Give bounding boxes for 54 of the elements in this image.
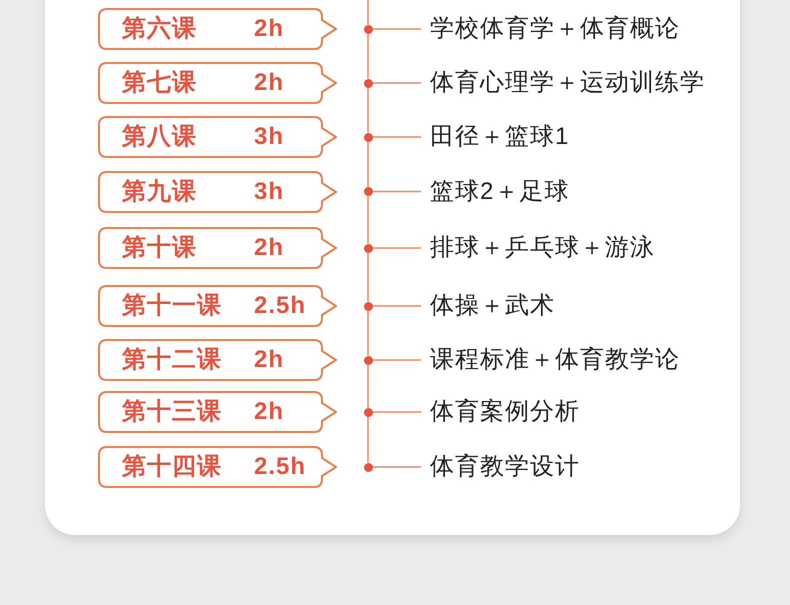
connector-line	[372, 82, 421, 84]
lesson-title: 第六课	[122, 15, 197, 43]
topic-text: 田径＋篮球1	[430, 122, 570, 152]
lesson-title: 第十三课	[122, 398, 222, 426]
lesson-title: 第十一课	[122, 292, 222, 320]
timeline-line	[367, 364, 369, 408]
connector-line	[372, 136, 421, 138]
connector-line	[372, 411, 421, 413]
lesson-duration: 2.5h	[254, 292, 306, 320]
lesson-tag	[98, 116, 338, 158]
topic-text: 体育心理学＋运动训练学	[430, 68, 705, 98]
connector-line	[372, 247, 421, 249]
lesson-tag	[98, 446, 338, 488]
lesson-tag	[98, 8, 338, 50]
lesson-tag	[98, 227, 338, 269]
lesson-tag	[98, 285, 338, 327]
topic-text: 体操＋武术	[430, 291, 555, 321]
lesson-tag	[98, 391, 338, 433]
connector-line	[372, 190, 421, 192]
timeline-line	[367, 252, 369, 302]
topic-text: 学校体育学＋体育概论	[430, 14, 680, 44]
lesson-duration: 2.5h	[254, 453, 306, 481]
timeline-line	[367, 310, 369, 356]
lesson-tag	[98, 170, 338, 212]
lesson-duration: 2h	[254, 398, 284, 426]
lesson-duration: 2h	[254, 15, 284, 43]
timeline-line	[367, 0, 369, 24]
connector-line	[372, 359, 421, 361]
timeline-line	[367, 34, 369, 78]
lesson-title: 第七课	[122, 69, 197, 97]
connector-line	[372, 28, 421, 30]
lesson-tag	[98, 339, 338, 381]
topic-text: 排球＋乒乓球＋游泳	[430, 233, 655, 263]
lesson-title: 第八课	[122, 123, 197, 151]
timeline-line	[367, 142, 369, 187]
connector-line	[372, 305, 421, 307]
lesson-duration: 3h	[254, 178, 284, 206]
lesson-duration: 3h	[254, 123, 284, 151]
topic-text: 体育教学设计	[430, 452, 580, 482]
lesson-title: 第九课	[122, 178, 197, 206]
lesson-title: 第十二课	[122, 346, 222, 374]
lesson-title: 第十四课	[122, 453, 222, 481]
lesson-duration: 2h	[254, 346, 284, 374]
topic-text: 课程标准＋体育教学论	[430, 345, 680, 375]
topic-text: 篮球2＋足球	[430, 176, 570, 206]
topic-text: 体育案例分析	[430, 397, 580, 427]
timeline-line	[367, 88, 369, 132]
timeline-line	[367, 416, 369, 462]
timeline-line	[367, 196, 369, 244]
connector-line	[372, 466, 421, 468]
lesson-duration: 2h	[254, 69, 284, 97]
lesson-title: 第十课	[122, 234, 197, 262]
lesson-tag	[98, 62, 338, 104]
lesson-duration: 2h	[254, 234, 284, 262]
